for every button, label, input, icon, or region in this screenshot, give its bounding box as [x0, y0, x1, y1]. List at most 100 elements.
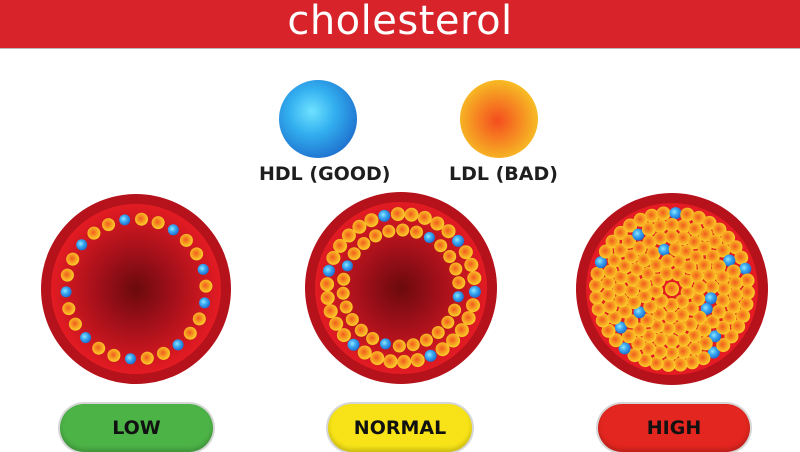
ldl-particle-icon — [460, 80, 538, 158]
ldl-particle — [320, 277, 335, 292]
ldl-particle — [140, 351, 154, 365]
ldl-particle — [640, 313, 655, 328]
hdl-particle — [468, 285, 481, 298]
ldl-particle — [665, 218, 679, 232]
ldl-particle — [676, 219, 691, 234]
ldl-particle — [369, 229, 383, 243]
ldl-particle — [627, 295, 642, 310]
ldl-particle — [685, 355, 700, 370]
ldl-particle — [357, 345, 372, 360]
ldl-particle — [715, 270, 730, 285]
ldl-particle — [364, 213, 379, 228]
ldl-particle — [614, 293, 629, 308]
ldl-particle — [676, 344, 691, 359]
ldl-particle — [643, 299, 658, 314]
ldl-particle — [392, 339, 406, 353]
ldl-particle — [410, 225, 423, 239]
ldl-particle — [446, 333, 461, 348]
hdl-particle — [197, 263, 209, 275]
ldl-particle — [638, 353, 653, 368]
ldl-particle — [601, 276, 616, 291]
ldl-particle — [179, 233, 193, 247]
ldl-particle — [668, 242, 683, 257]
ldl-particle — [354, 323, 368, 337]
ldl-particle — [458, 245, 473, 260]
ldl-particle — [435, 342, 450, 357]
ldl-particle — [601, 323, 616, 338]
ldl-particle — [607, 310, 622, 325]
title-banner: cholesterol — [0, 0, 800, 48]
ldl-particle — [638, 289, 652, 304]
ldl-particle — [704, 280, 719, 294]
ldl-particle — [383, 354, 398, 369]
ldl-particle — [466, 298, 480, 313]
ldl-particle — [664, 334, 679, 348]
ldl-particle — [726, 299, 741, 314]
ldl-particle — [605, 234, 620, 249]
ldl-particle — [590, 266, 605, 281]
ldl-particle — [333, 238, 348, 253]
ldl-particle — [663, 310, 678, 324]
ldl-particle — [337, 272, 351, 286]
ldl-particle — [646, 246, 661, 261]
ldl-particle — [722, 310, 737, 325]
hdl-particle — [423, 232, 435, 243]
ldl-particle — [715, 293, 730, 308]
vessel-high — [576, 193, 768, 385]
hdl-particle — [723, 254, 736, 267]
ldl-particle — [712, 222, 727, 237]
divider — [0, 48, 800, 49]
ldl-particle — [336, 328, 351, 343]
hdl-particle — [739, 262, 752, 275]
ldl-particles — [320, 207, 482, 369]
ldl-particle — [716, 338, 731, 353]
ldl-particle — [461, 311, 476, 326]
ldl-particle — [454, 323, 469, 338]
ldl-particle — [637, 277, 652, 292]
ldl-particle — [676, 332, 691, 347]
ldl-particle — [135, 212, 148, 226]
hdl-particle — [167, 224, 179, 236]
ldl-particle — [660, 254, 675, 269]
ldl-particle — [68, 317, 82, 331]
hdl-particle — [658, 243, 671, 256]
ldl-particle — [672, 321, 687, 336]
ldl-particle — [591, 302, 606, 317]
ldl-particle — [698, 336, 713, 351]
ldl-particle — [642, 235, 657, 250]
ldl-particle — [613, 225, 628, 240]
ldl-particle — [607, 253, 622, 268]
vessel-low — [41, 194, 231, 384]
ldl-particle — [656, 206, 671, 221]
vessel-lumen — [51, 204, 221, 374]
ldl-particle — [665, 230, 680, 244]
ldl-particle — [347, 247, 361, 261]
hdl-particle — [323, 264, 335, 277]
ldl-particle — [336, 286, 350, 300]
level-high-badge: HIGH — [598, 404, 750, 452]
hdl-particle — [347, 338, 360, 351]
ldl-particle — [688, 222, 703, 237]
ldl-particle — [192, 312, 206, 326]
ldl-particle — [589, 278, 604, 293]
ldl-particle — [396, 223, 410, 237]
ldl-particle — [183, 326, 197, 340]
ldl-particle — [157, 346, 170, 360]
ldl-particle — [443, 250, 457, 263]
ldl-particle — [661, 321, 676, 336]
ldl-particle — [696, 351, 711, 366]
ldl-particle — [689, 269, 704, 284]
ldl-particle — [653, 231, 668, 246]
ldl-particle — [726, 264, 741, 279]
ldl-particle — [665, 346, 679, 360]
ldl-particle — [410, 353, 425, 368]
ldl-particle — [449, 262, 463, 276]
page-title: cholesterol — [287, 0, 513, 44]
ldl-particle — [623, 218, 638, 233]
ldl-particle — [649, 356, 664, 371]
ldl-particle — [345, 313, 359, 326]
ldl-particle — [448, 303, 462, 317]
hdl-particle — [709, 330, 722, 343]
ldl-particle — [452, 276, 466, 290]
